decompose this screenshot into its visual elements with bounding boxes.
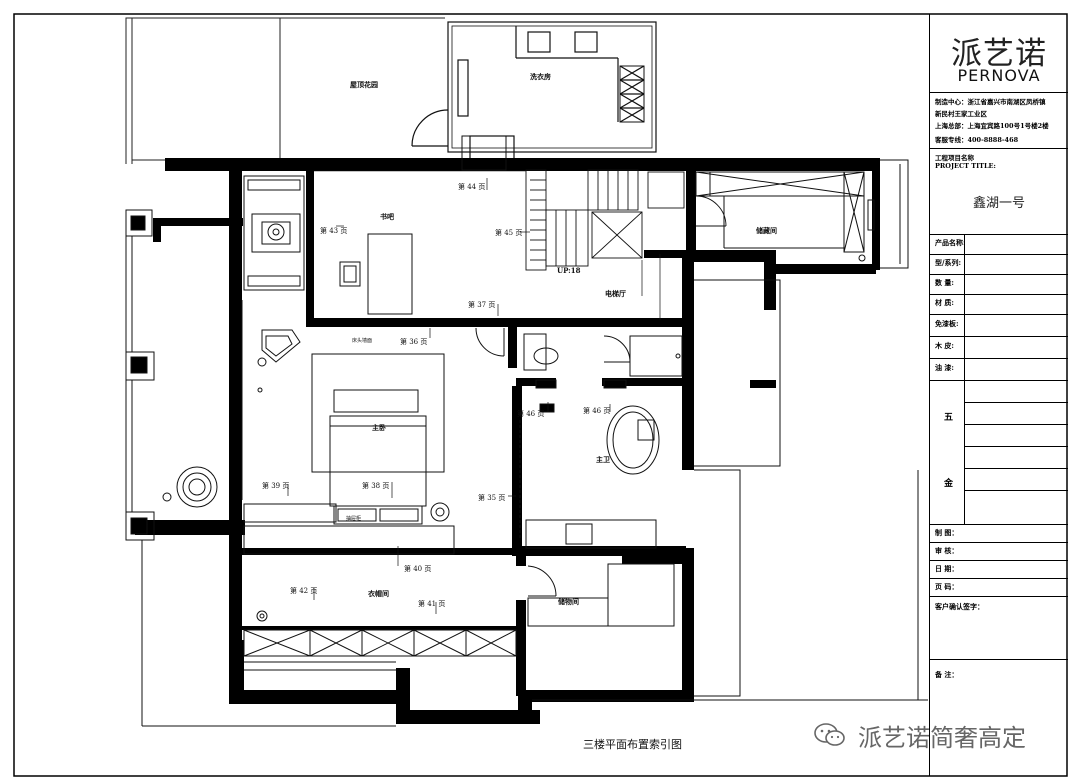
index-marker-p41: 第 41 页 xyxy=(418,600,446,608)
index-marker-p40: 第 40 页 xyxy=(404,565,432,573)
index-marker-p43: 第 43 页 xyxy=(320,227,348,235)
index-leaders xyxy=(287,178,661,614)
project-name: 鑫湖一号 xyxy=(972,196,1025,211)
index-marker-p46b: 第 46 页 xyxy=(583,407,611,415)
master-bath-fixtures xyxy=(519,333,683,549)
roof-garden-outline xyxy=(125,17,445,164)
room-label-master-bedroom: 主卧 xyxy=(372,423,386,432)
brand-logo-cn: 派艺诺 xyxy=(951,36,1047,72)
hardware-label-bottom: 金 xyxy=(944,479,954,489)
info-line-3: 上海总部：上海宜宾路100号1号楼2楼 xyxy=(935,122,1049,130)
field-veneer: 木 皮: xyxy=(935,341,955,350)
remarks-label: 备 注： xyxy=(935,670,959,679)
study-furniture xyxy=(243,135,526,315)
field-paint: 油 漆: xyxy=(935,363,955,372)
index-marker-p36: 第 36 页 xyxy=(400,338,428,346)
index-marker-p35: 第 35 页 xyxy=(478,494,506,502)
room-label-storage: 储藏间 xyxy=(756,226,777,235)
room-label-master-bath: 主卫 xyxy=(596,455,610,464)
right-balcony xyxy=(694,159,909,697)
client-confirm-signature: 客户确认签字： xyxy=(935,602,984,611)
room-label-dressing: 储物间 xyxy=(558,597,579,606)
index-marker-p44: 第 44 页 xyxy=(458,183,486,191)
room-label-study: 书吧 xyxy=(380,212,394,221)
field-material: 材 质: xyxy=(935,298,955,307)
brand-logo-en: PERNOVA xyxy=(957,66,1041,85)
wechat-icon xyxy=(814,723,845,746)
cabinet-note: 抽屉柜 xyxy=(346,516,362,522)
title-block: 派艺诺 PERNOVA 制造中心：浙江省嘉兴市南湖区凤桥镇 新民村王家工业区 上… xyxy=(929,14,1068,776)
field-product-name: 产品名称: xyxy=(935,238,966,247)
field-drafter: 制 图： xyxy=(935,528,959,537)
index-marker-p45: 第 45 页 xyxy=(495,229,523,237)
info-line-2: 新民村王家工业区 xyxy=(935,110,987,118)
project-label-cn: 工程项目名称 xyxy=(935,154,974,162)
watermark-text: 派艺诺简奢高定 xyxy=(858,724,1026,752)
info-line-4: 客服专线：400-8888-468 xyxy=(935,136,1019,144)
left-terrace xyxy=(125,209,928,727)
index-marker-p38: 第 38 页 xyxy=(362,482,390,490)
project-label-en: PROJECT TITLE: xyxy=(935,162,996,170)
index-marker-p42: 第 42 页 xyxy=(290,587,318,595)
field-page: 页 码： xyxy=(935,582,959,591)
sheet-border xyxy=(13,13,1068,777)
index-marker-p46a: 第 46 页 xyxy=(517,410,545,418)
room-label-elevator: 电梯厅 xyxy=(605,289,626,298)
wardrobe-row xyxy=(243,327,675,671)
bed-wall-note: 床头墙面 xyxy=(352,338,373,344)
index-marker-p37: 第 37 页 xyxy=(468,301,496,309)
stair-note: UP:18 xyxy=(557,266,581,275)
field-series: 型/系列: xyxy=(935,258,962,267)
index-marker-p39: 第 39 页 xyxy=(262,482,290,490)
laundry-room xyxy=(411,21,657,161)
plan-title: 三楼平面布置索引图 xyxy=(583,738,682,751)
storage-cabinets xyxy=(695,171,866,262)
room-label-laundry: 洗衣房 xyxy=(530,72,551,81)
field-date: 日 期： xyxy=(935,564,959,573)
room-label-roof-garden: 屋顶花园 xyxy=(350,80,378,89)
hardware-label-top: 五 xyxy=(944,413,954,423)
room-label-closet: 衣帽间 xyxy=(368,589,389,598)
staircase xyxy=(525,169,727,271)
interior-walls xyxy=(242,170,776,696)
field-quantity: 数 量: xyxy=(935,278,955,287)
info-line-1: 制造中心：浙江省嘉兴市南湖区凤桥镇 xyxy=(935,98,1046,106)
field-reviewer: 审 核： xyxy=(935,546,959,555)
field-paintfree-board: 免漆板: xyxy=(935,319,959,328)
master-bedroom-furniture xyxy=(243,329,455,555)
exterior-walls xyxy=(135,158,880,724)
